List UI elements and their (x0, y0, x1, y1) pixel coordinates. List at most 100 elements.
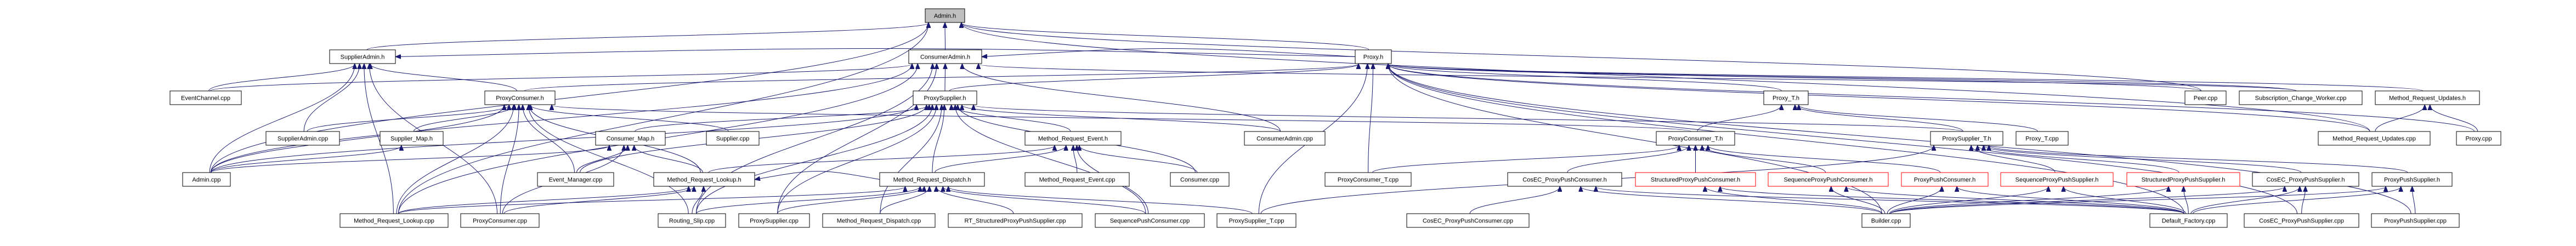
node-method-request-lookup-cpp[interactable]: Method_Request_Lookup.cpp (339, 213, 449, 228)
node-box (653, 172, 755, 187)
node-method-request-dispatch-h[interactable]: Method_Request_Dispatch.h (879, 172, 985, 187)
node-consumeradmin-cpp[interactable]: ConsumerAdmin.cpp (1244, 131, 1326, 146)
node-admin-cpp[interactable]: Admin.cpp (182, 172, 231, 187)
node-label: ProxyConsumer.h (496, 95, 543, 102)
edge-builder-cpp-to-cosec-proxypushsupplier-h (1890, 187, 2285, 214)
edge-proxyconsumer-t-cpp-to-proxy-h (1368, 64, 1373, 173)
node-builder-cpp[interactable]: Builder.cpp (1861, 213, 1911, 228)
node-proxysupplier-cpp[interactable]: ProxySupplier.cpp (738, 213, 810, 228)
edge-routing-slip-cpp-to-method-request-dispatch-h (696, 187, 920, 214)
node-proxypushsupplier-h[interactable]: ProxyPushSupplier.h (2371, 172, 2453, 187)
edge-routing-slip-cpp-to-proxyconsumer-h (529, 105, 689, 214)
node-default-factory-cpp[interactable]: Default_Factory.cpp (2149, 213, 2228, 228)
node-label: RT_StructuredProxyPushSupplier.cpp (964, 218, 1066, 225)
edge-method-request-dispatch-h-to-method-request-lookup-h (755, 171, 880, 180)
node-peer-cpp[interactable]: Peer.cpp (2184, 90, 2227, 105)
node-consumer-map-h[interactable]: Consumer_Map.h (595, 131, 666, 146)
node-cosec-proxypushsupplier-h[interactable]: CosEC_ProxyPushSupplier.h (2252, 172, 2359, 187)
node-proxyconsumer-h[interactable]: ProxyConsumer.h (484, 90, 556, 105)
node-label: ProxySupplier_T.h (1942, 136, 1991, 142)
node-proxy-cpp[interactable]: Proxy.cpp (2456, 131, 2501, 146)
node-proxysupplier-h[interactable]: ProxySupplier.h (913, 90, 977, 105)
edge-builder-cpp-to-structuredproxypushsupplier-h (1890, 187, 2169, 214)
edge-method-request-lookup-h-to-consumer-map-h (634, 146, 703, 173)
node-box (1768, 172, 1889, 187)
edge-method-request-updates-h-to-proxy-h (1388, 64, 2424, 91)
node-box (1406, 213, 1530, 228)
edge-proxyconsumer-h-to-proxy-h (524, 64, 1358, 91)
node-label: CosEC_ProxyPushSupplier.h (2266, 177, 2345, 184)
edge-proxysupplier-cpp-to-method-request-dispatch-h (777, 187, 924, 214)
node-event-manager-cpp[interactable]: Event_Manager.cpp (537, 172, 614, 187)
node-proxysupplier-t-cpp[interactable]: ProxySupplier_T.cpp (1216, 213, 1297, 228)
edge-proxypushconsumer-h-to-proxyconsumer-t-h (1708, 146, 1941, 173)
node-sequencepushconsumer-cpp[interactable]: SequencePushConsumer.cpp (1095, 213, 1205, 228)
node-consumer-cpp[interactable]: Consumer.cpp (1170, 172, 1230, 187)
node-label: SupplierAdmin.cpp (278, 136, 328, 142)
node-label: EventChannel.cpp (181, 95, 230, 102)
edge-method-request-updates-cpp-to-admin-h (961, 23, 2370, 132)
edge-method-request-lookup-cpp-to-admin-h (398, 23, 929, 214)
node-label: Method_Request_Updates.h (2389, 95, 2466, 102)
node-supplier-cpp[interactable]: Supplier.cpp (706, 131, 760, 146)
edge-admin-cpp-to-proxyconsumer-h (211, 105, 505, 173)
node-label: Proxy.cpp (2465, 136, 2492, 142)
edge-method-request-dispatch-h-to-method-request-event-h (935, 146, 1066, 173)
node-label: Supplier_Map.h (390, 136, 433, 142)
node-label: CosEC_ProxyPushConsumer.cpp (1423, 218, 1513, 225)
node-proxypushsupplier-cpp[interactable]: ProxyPushSupplier.cpp (2371, 213, 2460, 228)
edge-builder-cpp-to-proxypushconsumer-h (1887, 187, 1942, 214)
node-cosec-proxypushconsumer-cpp[interactable]: CosEC_ProxyPushConsumer.cpp (1406, 213, 1530, 228)
edge-routing-slip-cpp-to-proxysupplier-h (696, 105, 932, 214)
node-label: Routing_Slip.cpp (669, 218, 715, 225)
edge-proxysupplier-t-h-to-proxy-t-h (1795, 105, 1963, 132)
node-label: ConsumerAdmin.cpp (1256, 136, 1313, 142)
node-sequenceproxypushsupplier-h[interactable]: SequenceProxyPushSupplier.h (2000, 172, 2114, 187)
node-proxy-h[interactable]: Proxy.h (1355, 49, 1392, 64)
node-proxy-t-h[interactable]: Proxy_T.h (1763, 90, 1809, 105)
node-method-request-dispatch-cpp[interactable]: Method_Request_Dispatch.cpp (822, 213, 936, 228)
node-method-request-event-cpp[interactable]: Method_Request_Event.cpp (1024, 172, 1130, 187)
node-box (339, 213, 449, 228)
node-structuredproxypushconsumer-h[interactable]: StructuredProxyPushConsumer.h (1635, 172, 1756, 187)
node-rt-structuredproxypushsupplier-cpp[interactable]: RT_StructuredProxyPushSupplier.cpp (948, 213, 1083, 228)
node-method-request-updates-h[interactable]: Method_Request_Updates.h (2375, 90, 2480, 105)
node-subscription-change-worker-cpp[interactable]: Subscription_Change_Worker.cpp (2239, 90, 2363, 105)
node-admin-h[interactable]: Admin.h (925, 8, 965, 23)
edge-eventchannel-cpp-to-consumeradmin-h (210, 64, 912, 91)
node-proxyconsumer-cpp[interactable]: ProxyConsumer.cpp (460, 213, 540, 228)
node-box (658, 213, 726, 228)
edge-builder-cpp-to-sequenceproxypushconsumer-h (1831, 187, 1886, 214)
node-cosec-proxypushconsumer-h[interactable]: CosEC_ProxyPushConsumer.h (1507, 172, 1622, 187)
node-label: SequencePushConsumer.cpp (1110, 218, 1190, 225)
edge-routing-slip-cpp-to-consumeradmin-h (696, 64, 933, 214)
edge-default-factory-cpp-to-sequenceproxypushconsumer-h (1846, 187, 2184, 214)
node-sequenceproxypushconsumer-h[interactable]: SequenceProxyPushConsumer.h (1768, 172, 1889, 187)
node-method-request-updates-cpp[interactable]: Method_Request_Updates.cpp (2318, 131, 2431, 146)
node-label: ProxySupplier_T.cpp (1229, 218, 1284, 225)
node-proxyconsumer-t-cpp[interactable]: ProxyConsumer_T.cpp (1324, 172, 1412, 187)
node-box (484, 90, 556, 105)
node-cosec-proxypushsupplier-cpp[interactable]: CosEC_ProxyPushSupplier.cpp (2244, 213, 2359, 228)
node-supplieradmin-cpp[interactable]: SupplierAdmin.cpp (265, 131, 340, 146)
node-box (2149, 213, 2228, 228)
node-structuredproxypushsupplier-h[interactable]: StructuredProxyPushSupplier.h (2126, 172, 2240, 187)
node-consumeradmin-h[interactable]: ConsumerAdmin.h (908, 49, 982, 64)
node-box (2126, 172, 2240, 187)
node-method-request-event-h[interactable]: Method_Request_Event.h (1024, 131, 1122, 146)
node-method-request-lookup-h[interactable]: Method_Request_Lookup.h (653, 172, 755, 187)
node-proxypushconsumer-h[interactable]: ProxyPushConsumer.h (1901, 172, 1989, 187)
node-box (948, 213, 1083, 228)
node-proxyconsumer-t-h[interactable]: ProxyConsumer_T.h (1656, 131, 1735, 146)
edge-proxypushsupplier-cpp-to-proxypushsupplier-h (2412, 187, 2416, 214)
node-supplieradmin-h[interactable]: SupplierAdmin.h (329, 49, 396, 64)
node-proxysupplier-t-h[interactable]: ProxySupplier_T.h (1930, 131, 2003, 146)
node-box (1095, 213, 1205, 228)
edge-supplier-map-h-to-proxyconsumer-h (413, 105, 514, 132)
node-routing-slip-cpp[interactable]: Routing_Slip.cpp (658, 213, 726, 228)
node-supplier-map-h[interactable]: Supplier_Map.h (380, 131, 444, 146)
node-label: Default_Factory.cpp (2162, 218, 2216, 225)
node-box (1355, 49, 1392, 64)
node-eventchannel-cpp[interactable]: EventChannel.cpp (169, 90, 242, 105)
node-proxy-t-cpp[interactable]: Proxy_T.cpp (2015, 131, 2069, 146)
